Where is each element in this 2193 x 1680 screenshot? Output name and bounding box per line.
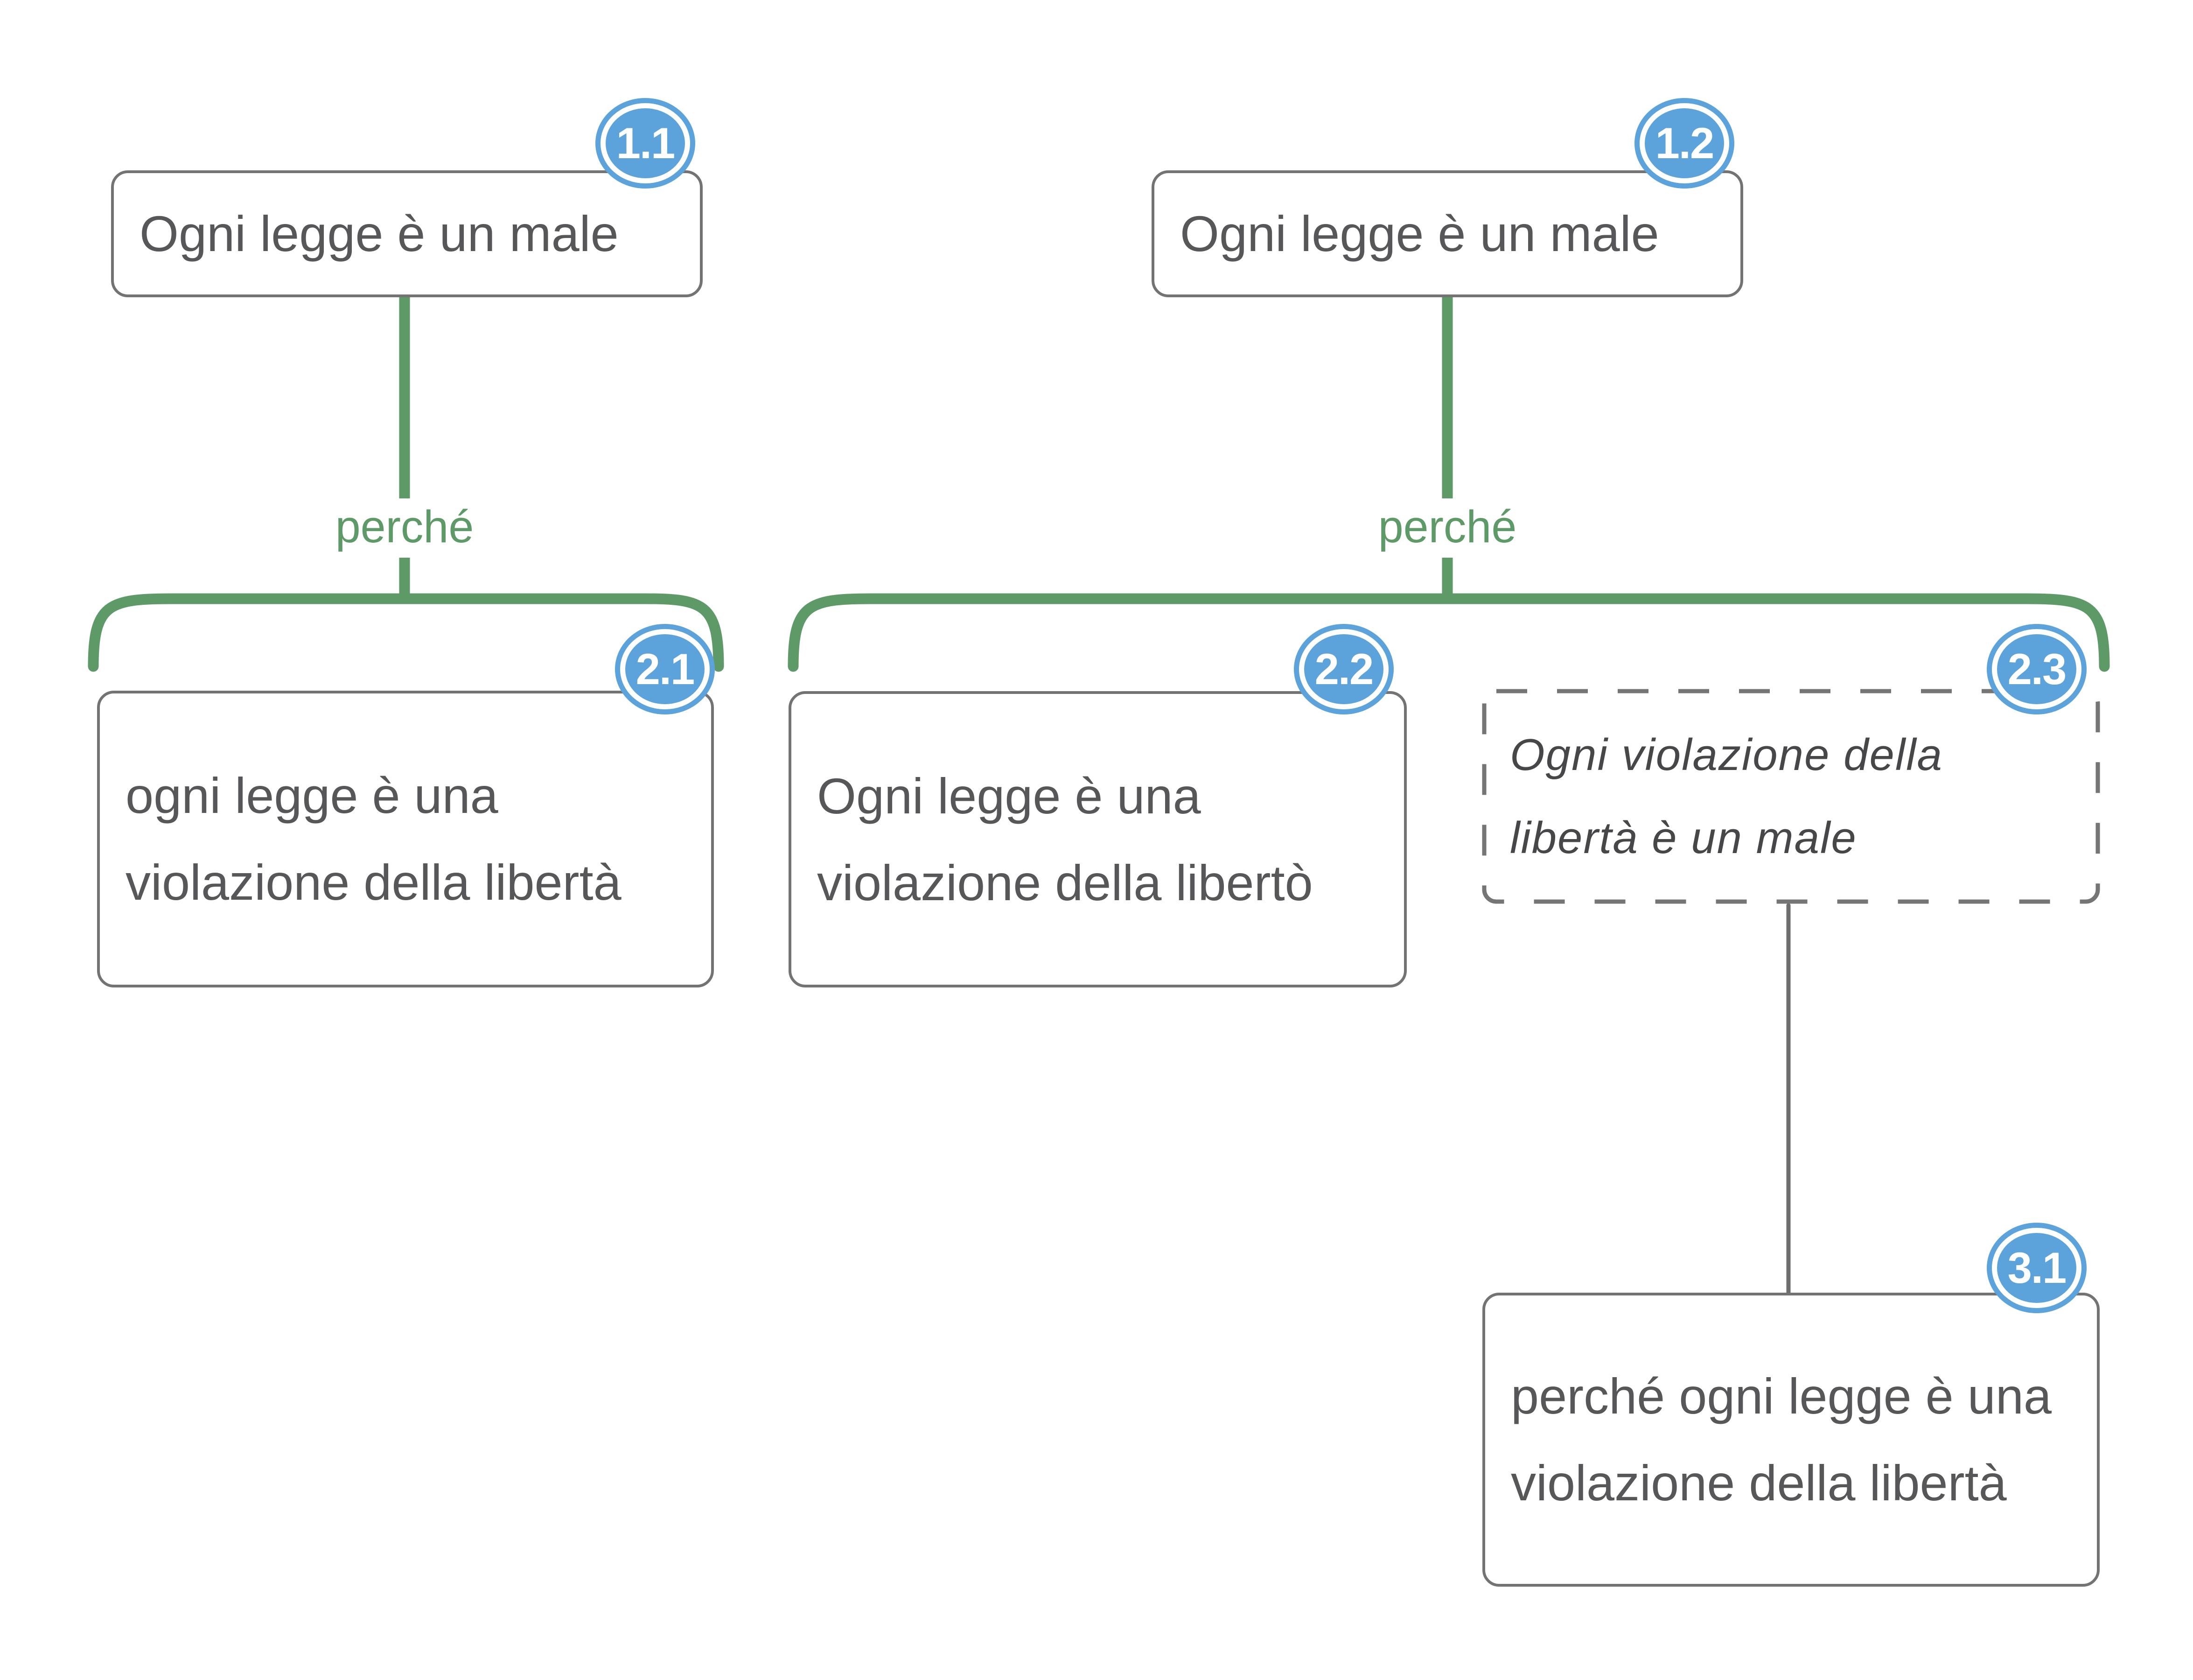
edge-label-perche-left[interactable]: perché — [335, 501, 474, 552]
node-badge-2-2[interactable]: 2.2 — [1294, 624, 1394, 714]
bracket-left — [88, 593, 724, 672]
edge-label-perche-right[interactable]: perché — [1378, 501, 1517, 552]
node-text-2-3: Ogni violazione della libertà è un male — [1510, 729, 1943, 863]
node-text-2-2: Ogni legge è una violazione della libert… — [817, 767, 1313, 911]
node-box-3-1[interactable]: perché ogni legge è una violazione della… — [1482, 1293, 2100, 1587]
dashed-node-border-2-3 — [1482, 689, 2100, 904]
node-box-2-1[interactable]: ogni legge è una violazione della libert… — [97, 691, 714, 987]
node-badge-2-1[interactable]: 2.1 — [615, 624, 715, 714]
node-text-1-2: Ogni legge è un male — [1180, 205, 1659, 262]
node-box-2-2[interactable]: Ogni legge è una violazione della libert… — [789, 691, 1407, 987]
node-badge-1-2[interactable]: 1.2 — [1634, 98, 1734, 189]
node-text-1-1: Ogni legge è un male — [140, 205, 619, 262]
node-badge-2-3[interactable]: 2.3 — [1987, 624, 2087, 714]
badge-number-2-2: 2.2 — [1314, 644, 1374, 693]
node-badge-3-1[interactable]: 3.1 — [1987, 1223, 2087, 1313]
badge-number-1-2: 1.2 — [1655, 119, 1715, 168]
node-text-3-1: perché ogni legge è una violazione della… — [1511, 1368, 2052, 1511]
node-badge-1-1[interactable]: 1.1 — [595, 98, 695, 189]
badge-number-3-1: 3.1 — [2007, 1243, 2067, 1292]
node-box-2-3[interactable]: Ogni violazione della libertà è un male — [1484, 691, 2098, 902]
badge-number-2-1: 2.1 — [636, 644, 695, 693]
node-box-1-2[interactable]: Ogni legge è un male — [1152, 170, 1743, 297]
bracket-right — [788, 593, 2110, 672]
badge-number-1-1: 1.1 — [616, 119, 676, 168]
badge-number-2-3: 2.3 — [2007, 644, 2067, 693]
node-box-1-1[interactable]: Ogni legge è un male — [111, 170, 703, 297]
node-text-2-1: ogni legge è una violazione della libert… — [126, 767, 622, 910]
